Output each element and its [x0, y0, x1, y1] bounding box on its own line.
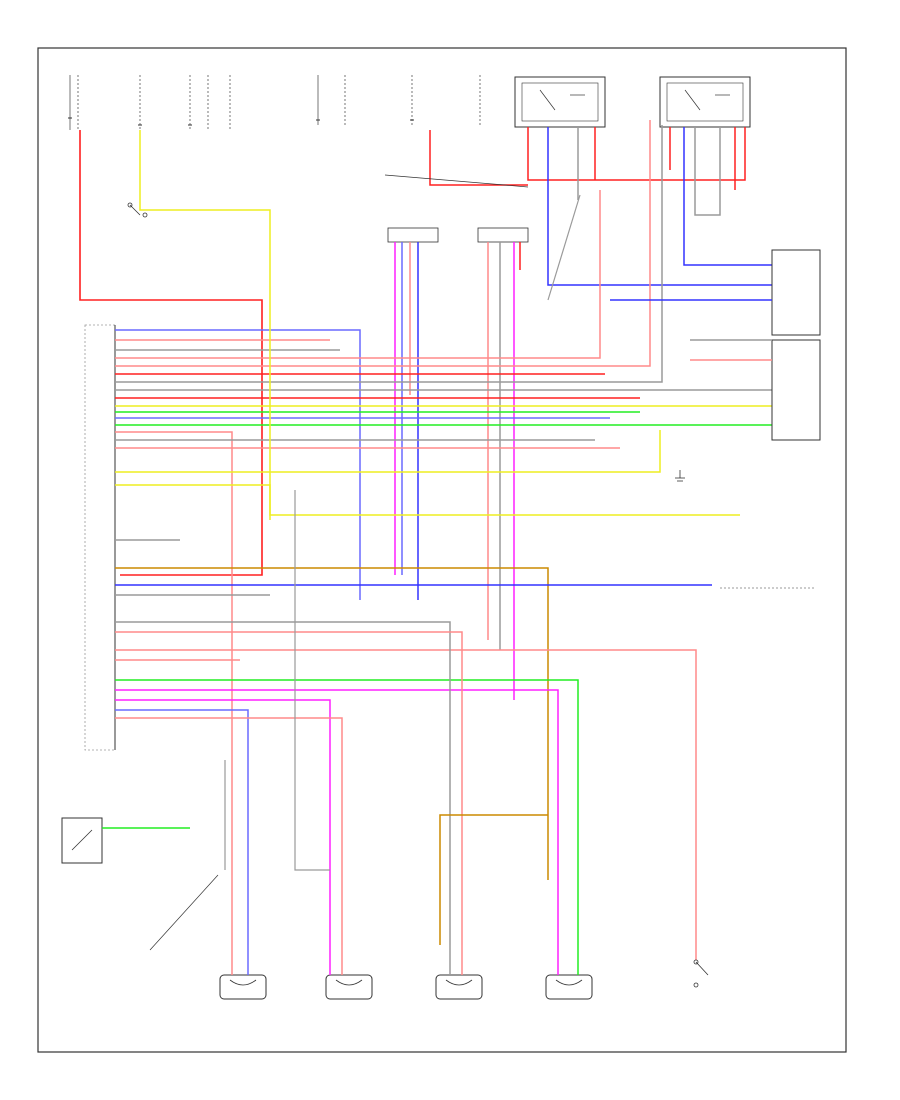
wheel-sensor-lf: [219, 974, 267, 1000]
fuse-ticks: [68, 117, 414, 126]
wheel-sensor-rf: [325, 974, 373, 1000]
right-connector-wires: [610, 299, 772, 361]
callout-lines: [149, 174, 529, 951]
relay-box-1: [514, 76, 606, 128]
gray-verticals: [224, 194, 581, 871]
wire-left-feed: [79, 130, 263, 576]
relay-wires: [429, 127, 772, 286]
center-verticals: [394, 242, 521, 700]
sensor-leads: [231, 814, 579, 975]
right-connector: [771, 249, 821, 441]
wire-yellow-vertical: [139, 130, 740, 516]
power-feed-group: [69, 75, 481, 130]
wheel-sensor-lr: [435, 974, 483, 1000]
ground-symbol: [675, 470, 685, 482]
relay-box-2: [659, 76, 751, 128]
stop-lamp-switch: [61, 817, 190, 864]
center-connectors: [387, 227, 529, 243]
abs-module: [84, 324, 116, 751]
brake-fluid-switch: [127, 202, 148, 218]
brake-switch: [693, 959, 709, 988]
module-harness: [115, 120, 772, 960]
diagram-border: [37, 47, 847, 1053]
wheel-sensor-rr: [545, 974, 593, 1000]
